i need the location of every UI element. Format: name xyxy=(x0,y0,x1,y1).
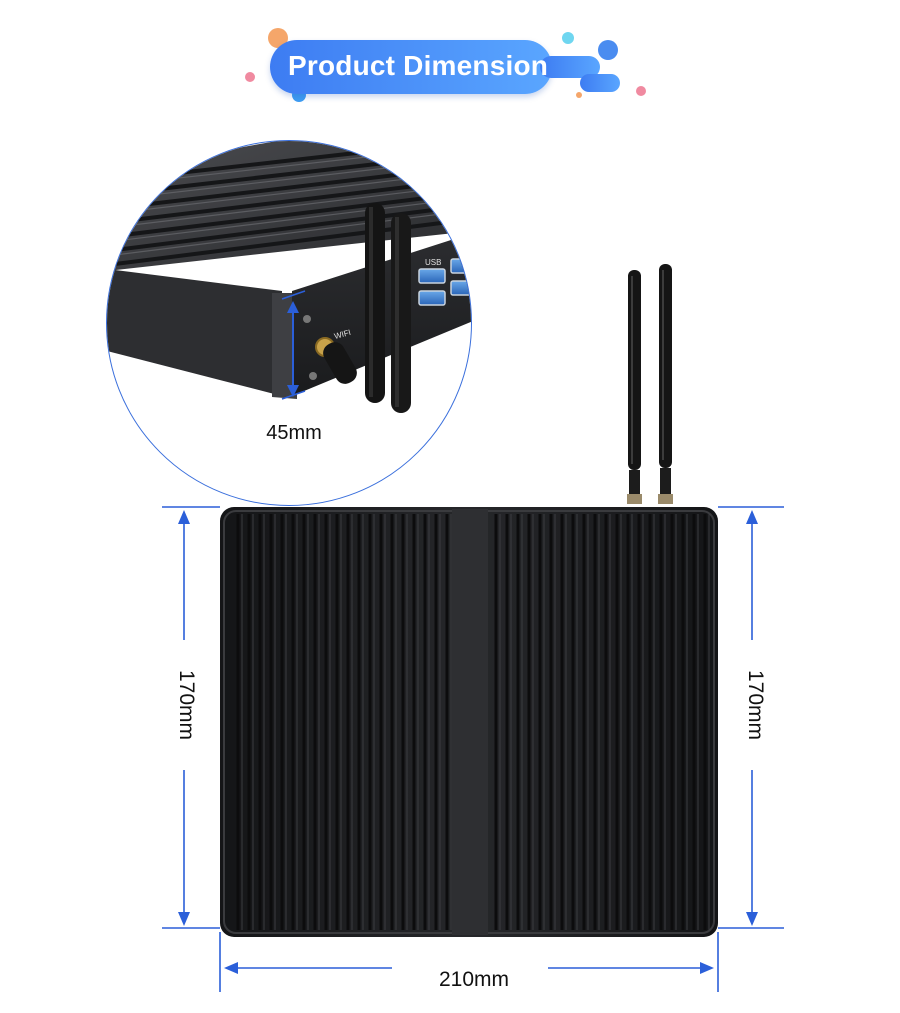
decor-dot xyxy=(576,92,582,98)
wifi-port-label: WIFI xyxy=(333,328,352,341)
decor-dot xyxy=(245,72,255,82)
height-dimension-label: 45mm xyxy=(266,422,322,444)
dimension-lines xyxy=(162,506,784,992)
side-detail-illustration: USB WIFI xyxy=(107,141,471,413)
side-detail-inset: USB WIFI xyxy=(106,140,472,506)
usb-port-label: USB xyxy=(425,258,441,267)
device-body xyxy=(220,507,718,937)
decor-dot xyxy=(636,86,646,96)
width-dimension-label: 210mm xyxy=(438,968,510,991)
decor-dot xyxy=(598,40,618,60)
banner-cloud-tail xyxy=(540,56,600,78)
decor-dot xyxy=(562,32,574,44)
banner-cloud-tail xyxy=(580,74,620,92)
banner-pill xyxy=(270,40,552,94)
header-banner: Product Dimension xyxy=(240,26,660,106)
page-title: Product Dimension xyxy=(288,50,549,81)
depth-dimension-label-right: 170mm xyxy=(744,669,767,741)
depth-dimension-label-left: 170mm xyxy=(175,669,198,741)
antenna-left xyxy=(627,270,642,504)
antenna-right xyxy=(658,264,673,504)
